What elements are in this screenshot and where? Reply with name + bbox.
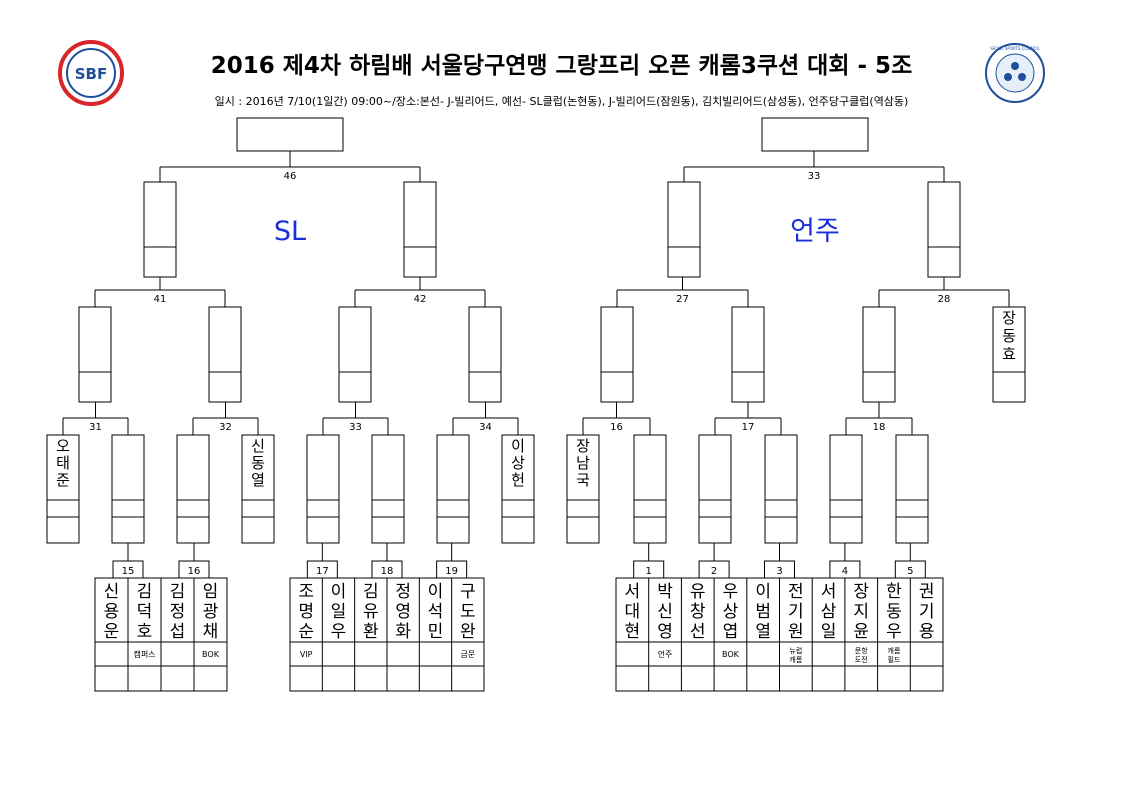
prelim-match-number: 2 [711,566,717,577]
player-club: 뉴럽 [789,646,802,655]
prelim-match-number: 16 [188,566,201,577]
round-slot [176,434,210,544]
prelim-match-number: 5 [907,566,913,577]
semi-slot [667,181,701,278]
match-number: 42 [414,294,427,305]
quarter-slot [208,306,242,403]
round-slot [764,434,798,544]
round-slot [829,434,863,544]
match-number: 32 [219,422,232,433]
finalist-box-right [761,117,869,152]
match-number: 27 [676,294,689,305]
prelim-match-number: 4 [842,566,848,577]
player-club: BOK [202,650,220,659]
round-slot [241,434,275,544]
prelim-match-number: 1 [646,566,652,577]
prelim-match-number: 18 [381,566,394,577]
player-club: 필드 [888,655,901,664]
council-logo-text: SEOUL SPORTS COUNCIL [990,46,1040,51]
round-slot [501,434,535,544]
prelim-match-number: 15 [122,566,135,577]
player-club: BOK [722,650,740,659]
match-number: 41 [154,294,167,305]
player-club: 캠퍼스 [133,649,155,659]
player-club: 금문 [460,650,475,659]
match-number: 34 [479,422,492,433]
round-slot [436,434,470,544]
player-club: 문항 [855,646,868,655]
match-number: 31 [89,422,102,433]
sbf-logo: SBF [58,40,124,106]
player-club: 언주 [658,649,673,659]
match-number: 28 [938,294,951,305]
quarter-slot [862,306,896,403]
player-club: 도전 [855,655,868,664]
group-label-sl: SL [274,216,306,247]
quarter-slot [600,306,634,403]
round-slot [698,434,732,544]
quarter-slot [731,306,765,403]
round-slot [111,434,145,544]
player-club: 캐롬 [888,647,901,655]
prelim-match-number: 3 [776,566,782,577]
round-slot [633,434,667,544]
finalist-box-left [236,117,344,152]
player-club: 캐롬 [789,656,802,664]
semi-slot [927,181,961,278]
quarter-slot [468,306,502,403]
semi-slot [143,181,177,278]
match-number: 33 [349,422,362,433]
council-logo: SEOUL SPORTS COUNCIL [985,43,1045,103]
match-number: 17 [742,422,755,433]
schedule-info: 일시 : 2016년 7/10(1일간) 09:00~/장소:본선- J-빌리어… [214,95,909,108]
seed-slot-28 [992,306,1026,403]
prelim-match-number: 19 [445,566,458,577]
group-label-eonju: 언주 [790,216,840,247]
player-club: VIP [300,650,313,659]
round-slot [46,434,80,544]
quarter-slot [78,306,112,403]
round-slot [306,434,340,544]
round-slot [566,434,600,544]
match-number: 18 [873,422,886,433]
match-number: 16 [610,422,623,433]
round-slot [371,434,405,544]
quarter-slot [338,306,372,403]
round-slot [895,434,929,544]
match-number: 33 [808,171,821,182]
page-title: 2016 제4차 하림배 서울당구연맹 그랑프리 오픈 캐롬3쿠션 대회 - 5… [210,53,913,79]
prelim-match-number: 17 [316,566,329,577]
sbf-logo-text: SBF [75,65,107,83]
semi-slot [403,181,437,278]
match-number: 46 [284,171,297,182]
